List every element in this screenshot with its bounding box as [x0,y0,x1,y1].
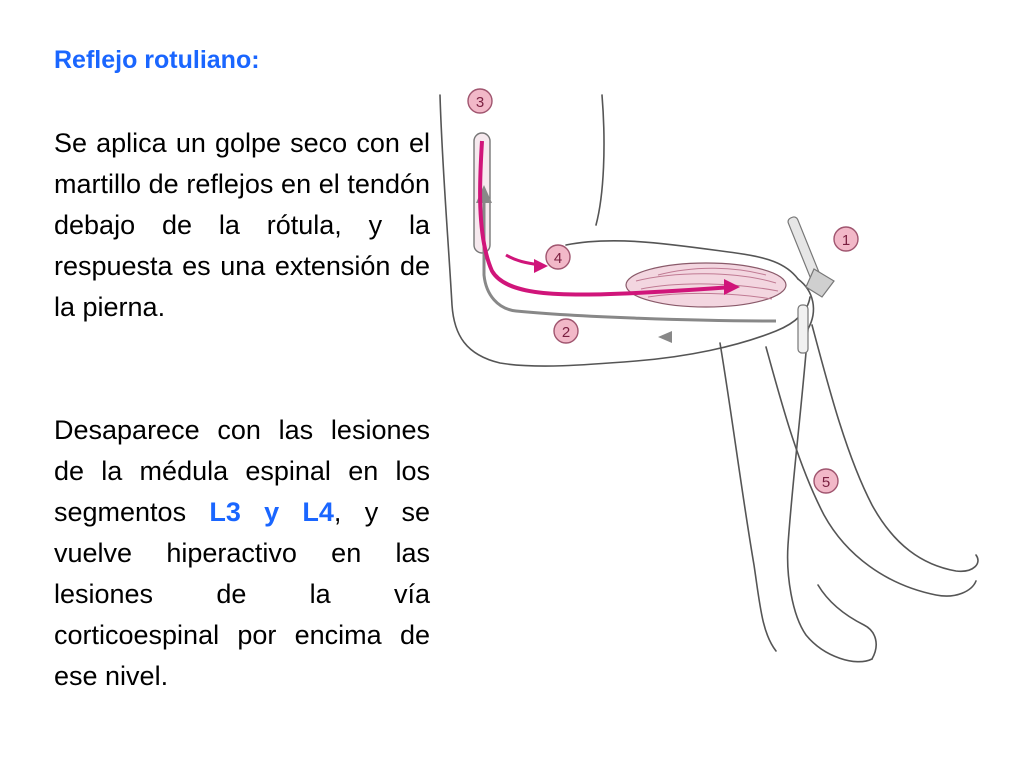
marker-5: 5 [813,468,839,494]
muscle-fibers [635,267,779,300]
efferent-branch-arrowhead [534,259,548,273]
front-foot-outline [817,584,877,660]
quadriceps-muscle [625,262,787,308]
patellar-tendon [797,304,809,354]
afferent-arrowhead-lower [658,331,672,343]
extended-leg-outline [811,324,979,573]
extended-leg-back-outline [765,346,977,597]
knee-reflex-illustration: 1 2 3 4 5 [436,85,988,685]
spinal-segments-highlight: L3 y L4 [209,497,334,527]
slide-title: Reflejo rotuliano: [54,46,260,74]
efferent-arrowhead [724,279,740,295]
marker-5-label: 5 [822,474,830,491]
torso-outline [439,94,811,367]
marker-3: 3 [467,88,493,114]
thigh-top-outline [565,240,799,280]
marker-4: 4 [545,244,571,270]
front-calf-outline [719,342,777,652]
description-paragraph: Se aplica un golpe seco con el martillo … [54,128,430,322]
efferent-pathway [478,140,733,297]
marker-4-label: 4 [554,250,562,267]
front-shin-outline [786,328,873,663]
lesion-paragraph: Desaparece con las lesiones de la médula… [54,410,430,697]
reflex-hammer [787,216,835,298]
marker-2: 2 [553,318,579,344]
lesion-text-end: , y se vuelve hiperactivo en las lesione… [54,497,430,691]
knee-outline [797,278,815,330]
marker-3-label: 3 [476,94,484,111]
afferent-pathway [482,195,777,323]
marker-2-label: 2 [562,324,570,341]
marker-1: 1 [833,226,859,252]
marker-1-label: 1 [842,232,850,249]
lesion-text-start: Desaparece con las lesiones de la médula… [54,415,430,527]
abdomen-outline [595,94,605,226]
